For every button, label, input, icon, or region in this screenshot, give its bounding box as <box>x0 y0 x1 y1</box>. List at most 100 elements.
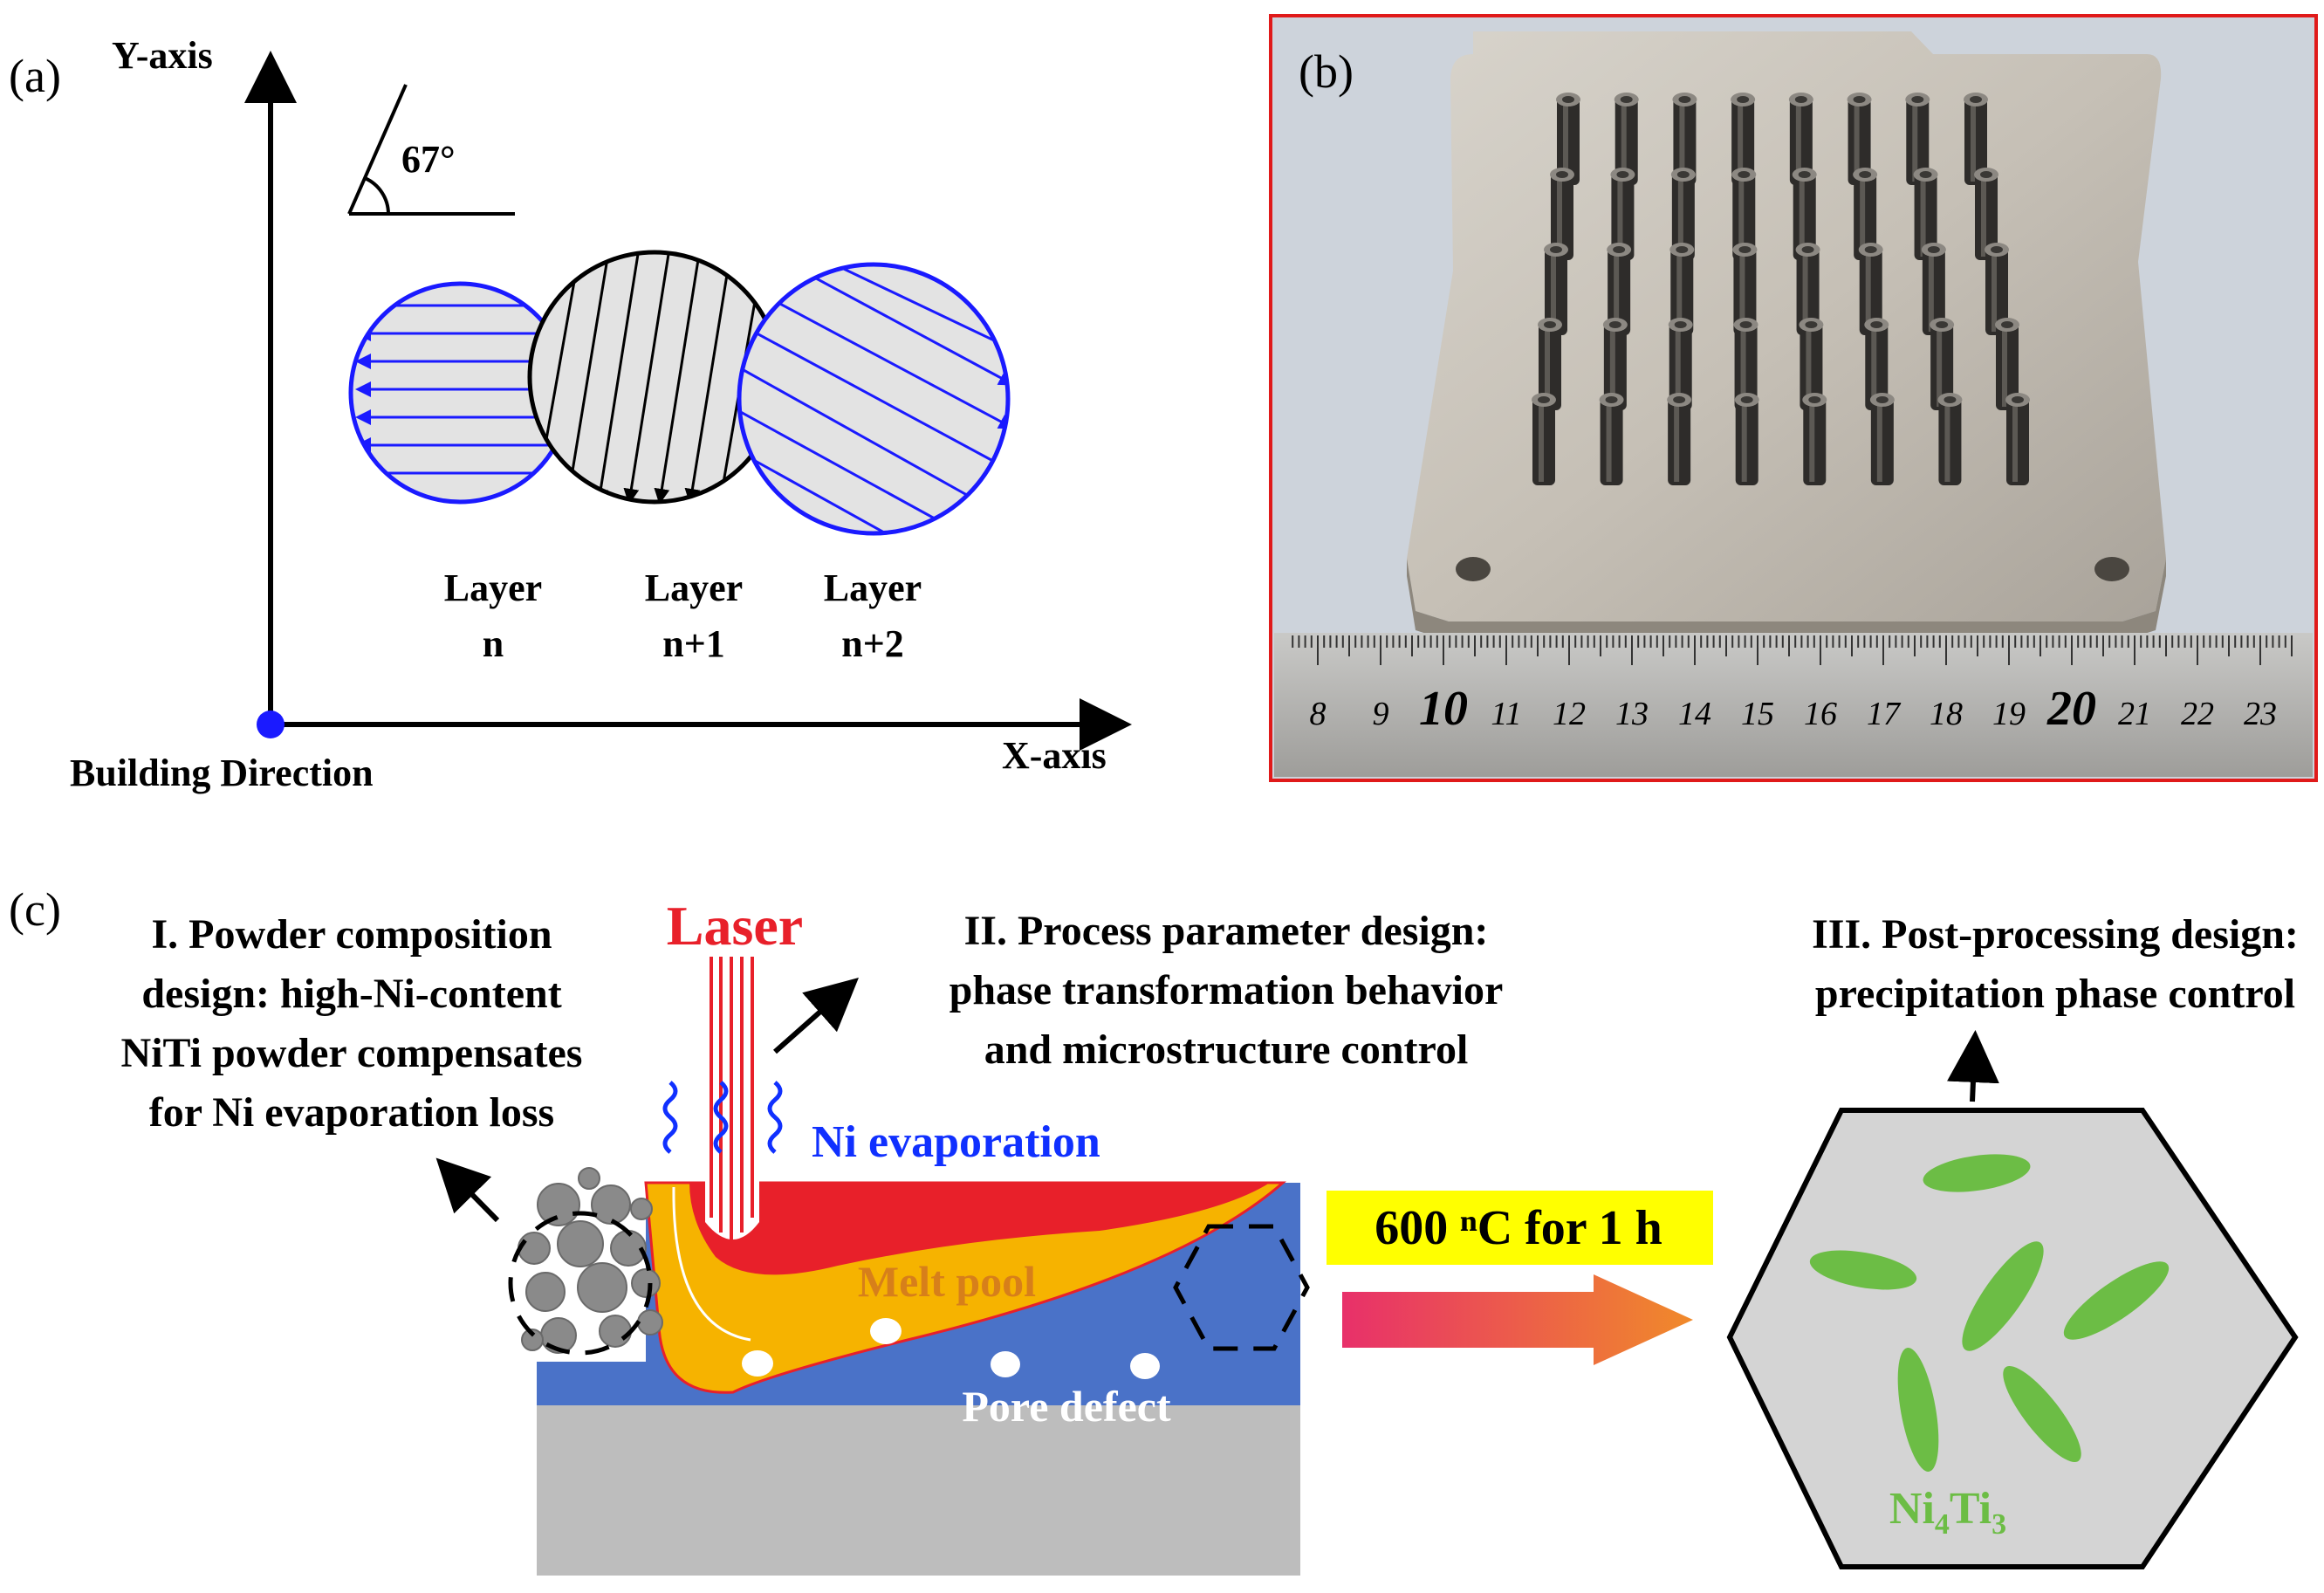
building-direction-label: Building Direction <box>70 752 374 794</box>
svg-text:I. Powder composition: I. Powder composition <box>151 911 552 958</box>
pore <box>870 1318 901 1344</box>
heat-treatment-label: 600 ⁿC for 1 h <box>1375 1201 1662 1255</box>
ruler-number: 11 <box>1491 696 1521 732</box>
pillar <box>1667 393 1692 485</box>
step-2-text: II. Process parameter design: phase tran… <box>949 908 1504 1073</box>
step-3-text: III. Post-processing design: precipitati… <box>1812 911 2299 1017</box>
step-1-arrow <box>435 1157 500 1223</box>
photo-frame <box>1269 14 2318 782</box>
layer-n1-circle <box>527 250 782 505</box>
powder-particle <box>599 1315 632 1348</box>
melt-boundary-line <box>672 1186 751 1342</box>
precipitate <box>2003 1366 2081 1462</box>
pillar <box>1792 168 1817 260</box>
pillar <box>1732 243 1758 335</box>
pillar <box>1672 93 1697 185</box>
svg-text:and microstructure control: and microstructure control <box>984 1027 1469 1073</box>
ni4ti3-precipitates <box>1809 1154 2170 1472</box>
ruler-number: 20 <box>2046 682 2096 736</box>
pillar <box>1599 393 1624 485</box>
grain-hexagon <box>1726 1108 2299 1569</box>
svg-text:phase transformation behavior: phase transformation behavior <box>949 967 1504 1013</box>
powder-particle <box>637 1309 663 1336</box>
pillar <box>1670 168 1696 260</box>
angle-ray <box>347 84 408 215</box>
pillar <box>1913 168 1938 260</box>
pillar <box>1614 93 1639 185</box>
layer-n1-label-2: n+1 <box>662 622 725 665</box>
powder-particle <box>630 1198 653 1220</box>
hot-melt-zone <box>689 1183 1270 1275</box>
pore <box>991 1351 1020 1377</box>
ruler-number: 21 <box>2118 696 2151 732</box>
pillar <box>1734 393 1759 485</box>
ruler-number: 13 <box>1615 696 1649 732</box>
ruler-number: 10 <box>1419 682 1468 736</box>
step-1-text: I. Powder composition design: high-Ni-co… <box>121 911 583 1136</box>
pillar <box>1937 393 1963 485</box>
pore <box>742 1350 773 1377</box>
ruler-number: 22 <box>2181 696 2214 732</box>
layer-n-circle <box>348 281 572 505</box>
pillar <box>1905 93 1930 185</box>
pillar <box>1858 243 1883 335</box>
svg-text:design: high-Ni-content: design: high-Ni-content <box>141 971 561 1017</box>
pillar <box>1731 168 1757 260</box>
pillar <box>1788 93 1813 185</box>
x-axis-label: X-axis <box>1002 734 1107 777</box>
ruler-number: 15 <box>1741 696 1774 732</box>
pillar <box>1556 93 1580 185</box>
layer-n-label-2: n <box>483 622 504 665</box>
layer-n2-label-2: n+2 <box>841 622 904 665</box>
pillar <box>1869 393 1895 485</box>
pillar <box>1799 318 1824 410</box>
powder-particle <box>537 1183 580 1226</box>
pillar <box>1847 93 1872 185</box>
pillar <box>1550 168 1574 260</box>
melt-pool-label: Melt pool <box>858 1257 1036 1306</box>
ruler-number: 17 <box>1867 696 1902 732</box>
panel-c: (c) I. Powder composition design: high-N… <box>9 883 2299 1576</box>
pillar <box>1532 393 1556 485</box>
svg-text:II. Process parameter design:: II. Process parameter design: <box>964 908 1489 954</box>
powder-bed <box>518 1167 663 1354</box>
ni4ti3-label: Ni4Ti3 <box>1889 1484 2006 1541</box>
pillar <box>1964 93 1988 185</box>
powder-particle <box>578 1167 600 1190</box>
svg-text:III. Post-processing design:: III. Post-processing design: <box>1812 911 2299 958</box>
pillar <box>1538 318 1562 410</box>
ruler-number: 12 <box>1553 696 1586 732</box>
pillar <box>1669 243 1695 335</box>
powder-particle <box>631 1268 661 1298</box>
panel-a-label: (a) <box>9 50 61 102</box>
svg-text:NiTi powder compensates: NiTi powder compensates <box>121 1030 583 1076</box>
panel-c-label: (c) <box>9 883 61 936</box>
ruler-number: 18 <box>1930 696 1963 732</box>
plate-hole-right <box>2094 557 2129 581</box>
pillar <box>1864 318 1889 410</box>
layer-n2-circle <box>737 262 1011 536</box>
step-2-arrow <box>773 978 859 1054</box>
plate-hole-left <box>1456 557 1491 581</box>
build-plate <box>1407 31 2166 621</box>
powder-particle <box>521 1329 544 1351</box>
origin-dot <box>257 711 285 738</box>
powder-particle <box>591 1184 631 1225</box>
heat-treatment-arrow <box>1342 1274 1693 1365</box>
pore <box>1130 1353 1160 1379</box>
pillar <box>1921 243 1946 335</box>
microstructure-highlight <box>1173 1224 1310 1351</box>
ruler-number: 9 <box>1373 696 1389 732</box>
precipitate <box>1897 1348 1939 1472</box>
ni-evaporation-label: Ni evaporation <box>812 1117 1100 1167</box>
pillar <box>1731 93 1756 185</box>
y-axis-label: Y-axis <box>112 34 213 77</box>
pillar <box>1602 318 1628 410</box>
pillar <box>1995 318 2019 410</box>
step-3-arrow <box>1946 1030 1999 1102</box>
heat-treatment-highlight <box>1327 1191 1713 1265</box>
pillar <box>1985 243 2009 335</box>
